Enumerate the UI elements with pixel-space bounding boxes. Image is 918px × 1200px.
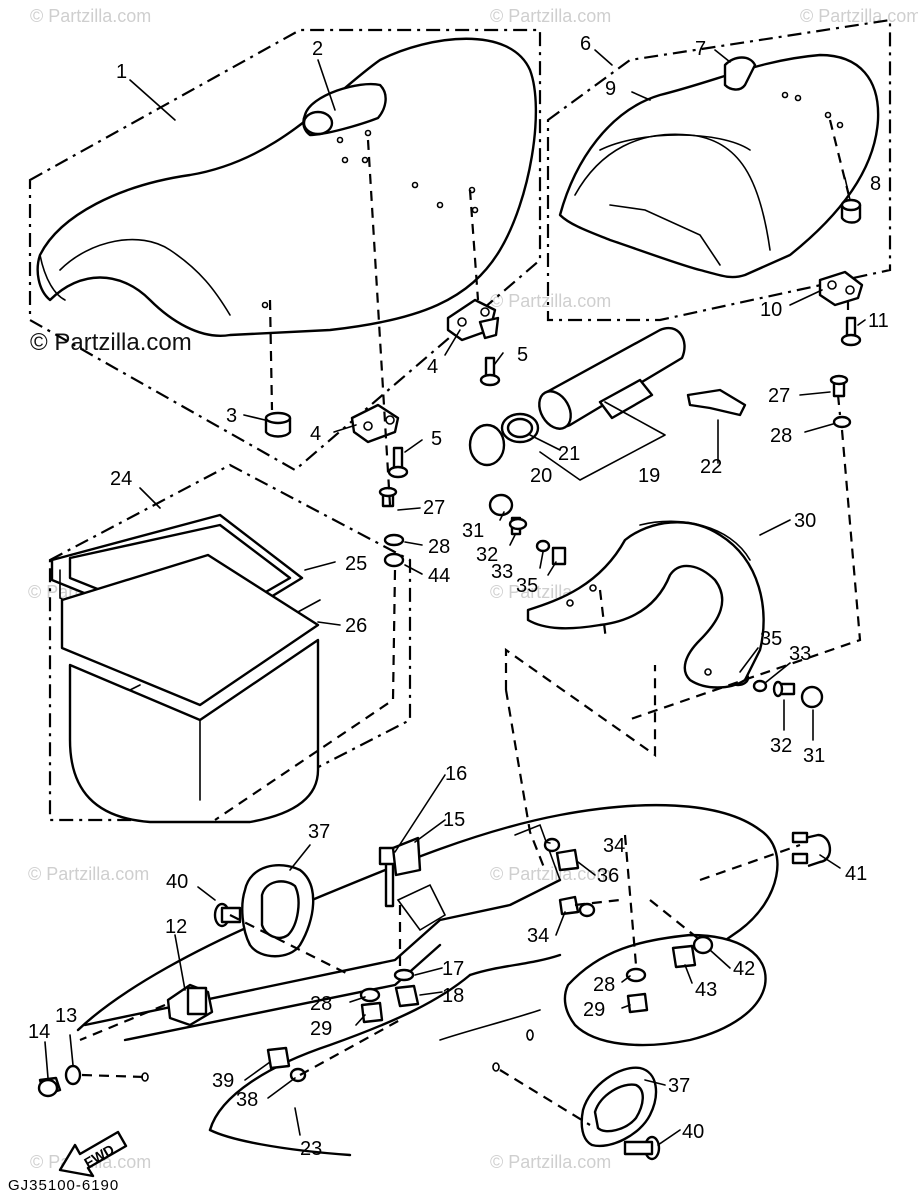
callout-21[interactable]: 21: [558, 443, 580, 465]
rear-seat-group-outline: [546, 18, 892, 322]
assembly-lines: [79, 119, 862, 1126]
callout-29[interactable]: 29: [583, 999, 605, 1021]
rear-seat: [558, 53, 880, 279]
callout-32[interactable]: 32: [476, 544, 498, 566]
callout-17[interactable]: 17: [442, 958, 464, 980]
callout-31[interactable]: 31: [462, 520, 484, 542]
diagram-code: GJ35100-6190: [8, 1177, 119, 1194]
callout-29[interactable]: 29: [310, 1018, 332, 1040]
callout-39[interactable]: 39: [212, 1070, 234, 1092]
callout-15[interactable]: 15: [443, 809, 465, 831]
callout-33[interactable]: 33: [789, 643, 811, 665]
callout-44[interactable]: 44: [428, 565, 450, 587]
callout-23[interactable]: 23: [300, 1138, 322, 1160]
callout-31[interactable]: 31: [803, 745, 825, 767]
callout-5[interactable]: 5: [431, 428, 442, 450]
callout-37[interactable]: 37: [668, 1075, 690, 1097]
callout-5[interactable]: 5: [517, 344, 528, 366]
rear-frame: [76, 803, 779, 1157]
reference-line: [504, 689, 547, 871]
grommet: [241, 863, 315, 958]
callout-1[interactable]: 1: [116, 61, 127, 83]
callout-9[interactable]: 9: [605, 78, 616, 100]
callout-26[interactable]: 26: [345, 615, 367, 637]
callout-27[interactable]: 27: [423, 497, 445, 519]
callout-6[interactable]: 6: [580, 33, 591, 55]
watermark: © Partzilla.com: [800, 6, 918, 26]
callout-27[interactable]: 27: [768, 385, 790, 407]
callout-36[interactable]: 36: [597, 865, 619, 887]
callout-37[interactable]: 37: [308, 821, 330, 843]
callout-42[interactable]: 42: [733, 958, 755, 980]
callout-25[interactable]: 25: [345, 553, 367, 575]
callouts: 1 2 3 4 4 5 5 6 7 9 8 10 11 27 28 20 21 …: [28, 33, 889, 1160]
callout-4[interactable]: 4: [310, 423, 321, 445]
callout-35[interactable]: 35: [516, 575, 538, 597]
callout-11[interactable]: 11: [868, 310, 889, 332]
callout-3[interactable]: 3: [226, 405, 237, 427]
callout-30[interactable]: 30: [794, 510, 816, 532]
callout-40[interactable]: 40: [166, 871, 188, 893]
storage-box: [50, 513, 321, 824]
callout-28[interactable]: 28: [428, 536, 450, 558]
callout-22[interactable]: 22: [700, 456, 722, 478]
callout-28[interactable]: 28: [310, 993, 332, 1015]
seat-bracket-lower: [350, 403, 400, 444]
storage-box-group-outline: [48, 463, 412, 822]
callout-19[interactable]: 19: [638, 465, 660, 487]
leader-lines: [44, 49, 866, 1146]
callout-2[interactable]: 2: [312, 38, 323, 60]
seat-lock-assembly: [468, 326, 747, 467]
callout-8[interactable]: 8: [870, 173, 881, 195]
callout-16[interactable]: 16: [445, 763, 467, 785]
grab-bar: [526, 520, 765, 689]
watermark: © Partzilla.com: [28, 864, 149, 884]
callout-24[interactable]: 24: [110, 468, 132, 490]
callout-40[interactable]: 40: [682, 1121, 704, 1143]
callout-7[interactable]: 7: [695, 38, 706, 60]
callout-41[interactable]: 41: [845, 863, 867, 885]
callout-28[interactable]: 28: [770, 425, 792, 447]
watermark: © Partzilla.com: [490, 1152, 611, 1172]
watermark-main: © Partzilla.com: [30, 329, 192, 356]
callout-18[interactable]: 18: [442, 985, 464, 1007]
watermark: © Partzilla.com: [490, 864, 611, 884]
front-seat: [36, 37, 538, 337]
reference-line: [504, 647, 657, 758]
callout-28[interactable]: 28: [593, 974, 615, 996]
callout-20[interactable]: 20: [530, 465, 552, 487]
callout-12[interactable]: 12: [165, 916, 187, 938]
watermark: © Partzilla.com: [490, 291, 611, 311]
callout-14[interactable]: 14: [28, 1021, 50, 1043]
callout-4[interactable]: 4: [427, 356, 438, 378]
grommet: [580, 1066, 658, 1148]
callout-13[interactable]: 13: [55, 1005, 77, 1027]
watermark: © Partzilla.com: [490, 6, 611, 26]
callout-38[interactable]: 38: [236, 1089, 258, 1111]
callout-10[interactable]: 10: [760, 299, 782, 321]
callout-34[interactable]: 34: [527, 925, 549, 947]
callout-33[interactable]: 33: [491, 561, 513, 583]
watermark: © Partzilla.com: [30, 6, 151, 26]
callout-35[interactable]: 35: [760, 628, 782, 650]
callout-43[interactable]: 43: [695, 979, 717, 1001]
callout-34[interactable]: 34: [603, 835, 625, 857]
callout-32[interactable]: 32: [770, 735, 792, 757]
